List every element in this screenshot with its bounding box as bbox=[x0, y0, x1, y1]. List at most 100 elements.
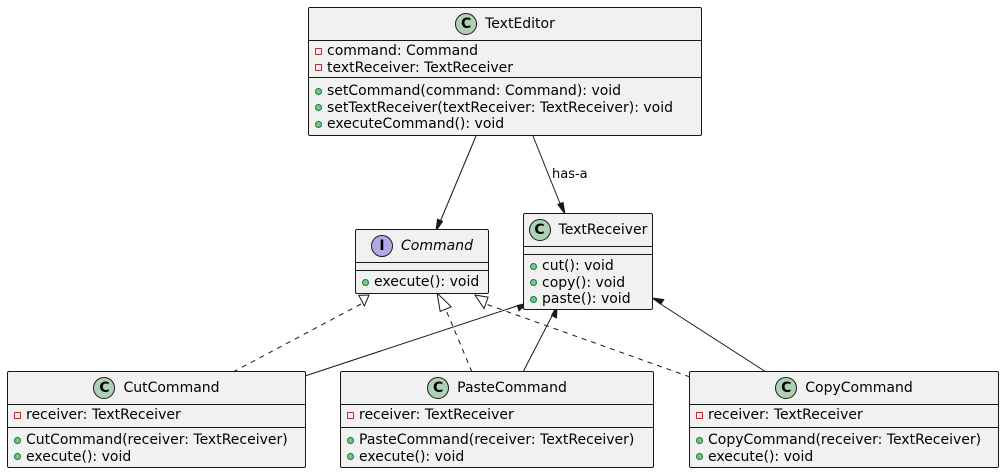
public-icon bbox=[14, 453, 21, 461]
realization-cutcommand-command bbox=[232, 303, 362, 373]
class-cutcommand[interactable]: C CutCommand receiver: TextReceiver CutC… bbox=[7, 371, 306, 468]
method-row: CutCommand(receiver: TextReceiver) bbox=[14, 432, 305, 449]
method-text: setTextReceiver(textReceiver: TextReceiv… bbox=[327, 99, 673, 116]
class-icon: C bbox=[528, 219, 551, 241]
method-row: copy(): void bbox=[530, 275, 652, 292]
interface-icon: I bbox=[371, 235, 394, 257]
private-icon bbox=[315, 64, 322, 72]
field-text: command: Command bbox=[327, 43, 478, 60]
public-icon bbox=[362, 278, 369, 286]
association-pastecommand-textreceiver bbox=[522, 313, 554, 373]
method-row: cut(): void bbox=[530, 258, 652, 275]
method-text: CopyCommand(receiver: TextReceiver) bbox=[708, 432, 982, 449]
method-row: execute(): void bbox=[362, 274, 488, 291]
field-text: receiver: TextReceiver bbox=[26, 407, 181, 424]
class-icon: C bbox=[775, 377, 798, 399]
class-pastecommand[interactable]: C PasteCommand receiver: TextReceiver Pa… bbox=[340, 371, 654, 468]
public-icon bbox=[696, 453, 703, 461]
private-icon bbox=[315, 47, 322, 55]
method-text: execute(): void bbox=[708, 448, 814, 465]
method-text: PasteCommand(receiver: TextReceiver) bbox=[359, 432, 635, 449]
public-icon bbox=[315, 104, 322, 112]
class-name: CopyCommand bbox=[805, 380, 913, 396]
method-row: setTextReceiver(textReceiver: TextReceiv… bbox=[315, 100, 701, 117]
class-copycommand[interactable]: C CopyCommand receiver: TextReceiver Cop… bbox=[689, 371, 999, 468]
arrowhead bbox=[435, 218, 444, 232]
method-text: execute(): void bbox=[359, 448, 465, 465]
field-text: receiver: TextReceiver bbox=[708, 407, 863, 424]
method-text: CutCommand(receiver: TextReceiver) bbox=[26, 432, 288, 449]
class-icon: C bbox=[455, 13, 478, 35]
arrowhead bbox=[651, 297, 665, 305]
field-text: receiver: TextReceiver bbox=[359, 407, 514, 424]
public-icon bbox=[315, 120, 322, 128]
field-row: command: Command bbox=[315, 43, 701, 60]
method-text: paste(): void bbox=[542, 291, 631, 308]
private-icon bbox=[14, 411, 21, 419]
class-header: C TextReceiver bbox=[524, 214, 652, 246]
public-icon bbox=[696, 436, 703, 444]
method-text: executeCommand(): void bbox=[327, 116, 505, 133]
realization-triangle bbox=[357, 294, 370, 308]
realization-pastecommand-command bbox=[445, 309, 473, 373]
methods-section: execute(): void bbox=[356, 270, 488, 293]
realization-copycommand-command bbox=[482, 302, 691, 378]
class-header: I Command bbox=[356, 230, 488, 262]
public-icon bbox=[315, 87, 322, 95]
association-cutcommand-textreceiver bbox=[304, 304, 521, 377]
arrowhead bbox=[557, 201, 566, 215]
class-icon: C bbox=[427, 377, 450, 399]
method-text: cut(): void bbox=[542, 258, 614, 275]
relation-label-has-a: has-a bbox=[552, 167, 588, 182]
methods-section: CutCommand(receiver: TextReceiver) execu… bbox=[8, 427, 305, 467]
realization-triangle bbox=[436, 291, 453, 313]
class-name: Command bbox=[401, 238, 473, 254]
class-texteditor[interactable]: C TextEditor command: Command textReceiv… bbox=[308, 7, 702, 136]
public-icon bbox=[530, 279, 537, 287]
method-row: paste(): void bbox=[530, 291, 652, 308]
methods-section: PasteCommand(receiver: TextReceiver) exe… bbox=[341, 427, 653, 467]
method-text: setCommand(command: Command): void bbox=[327, 83, 622, 100]
association-texteditor-textreceiver bbox=[532, 135, 562, 207]
public-icon bbox=[347, 436, 354, 444]
field-row: receiver: TextReceiver bbox=[347, 407, 653, 424]
method-row: PasteCommand(receiver: TextReceiver) bbox=[347, 432, 653, 449]
method-row: execute(): void bbox=[696, 449, 998, 466]
class-name: TextEditor bbox=[485, 16, 555, 32]
realization-triangle bbox=[473, 294, 489, 310]
class-textreceiver[interactable]: C TextReceiver cut(): void copy(): void … bbox=[523, 213, 653, 310]
methods-section: setCommand(command: Command): void setTe… bbox=[309, 77, 701, 135]
field-text: textReceiver: TextReceiver bbox=[327, 59, 513, 76]
fields-section bbox=[524, 246, 652, 254]
field-row: receiver: TextReceiver bbox=[14, 407, 305, 424]
private-icon bbox=[696, 411, 703, 419]
methods-section: CopyCommand(receiver: TextReceiver) exec… bbox=[690, 427, 998, 467]
fields-section bbox=[356, 262, 488, 270]
class-header: C CopyCommand bbox=[690, 372, 998, 404]
fields-section: receiver: TextReceiver bbox=[341, 404, 653, 427]
fields-section: command: Command textReceiver: TextRecei… bbox=[309, 40, 701, 77]
method-text: execute(): void bbox=[374, 274, 480, 291]
public-icon bbox=[530, 262, 537, 270]
fields-section: receiver: TextReceiver bbox=[8, 404, 305, 427]
method-text: execute(): void bbox=[26, 448, 132, 465]
method-text: copy(): void bbox=[542, 274, 626, 291]
method-row: setCommand(command: Command): void bbox=[315, 83, 701, 100]
class-header: C PasteCommand bbox=[341, 372, 653, 404]
public-icon bbox=[347, 453, 354, 461]
method-row: CopyCommand(receiver: TextReceiver) bbox=[696, 432, 998, 449]
field-row: textReceiver: TextReceiver bbox=[315, 60, 701, 77]
class-name: PasteCommand bbox=[457, 380, 567, 396]
method-row: executeCommand(): void bbox=[315, 116, 701, 133]
class-name: TextReceiver bbox=[558, 222, 648, 238]
method-row: execute(): void bbox=[347, 449, 653, 466]
fields-section: receiver: TextReceiver bbox=[690, 404, 998, 427]
public-icon bbox=[530, 295, 537, 303]
private-icon bbox=[347, 411, 354, 419]
class-header: C CutCommand bbox=[8, 372, 305, 404]
interface-command[interactable]: I Command execute(): void bbox=[355, 229, 489, 294]
class-name: CutCommand bbox=[123, 380, 220, 396]
public-icon bbox=[14, 436, 21, 444]
association-copycommand-textreceiver bbox=[658, 302, 767, 373]
association-texteditor-command bbox=[439, 135, 477, 223]
